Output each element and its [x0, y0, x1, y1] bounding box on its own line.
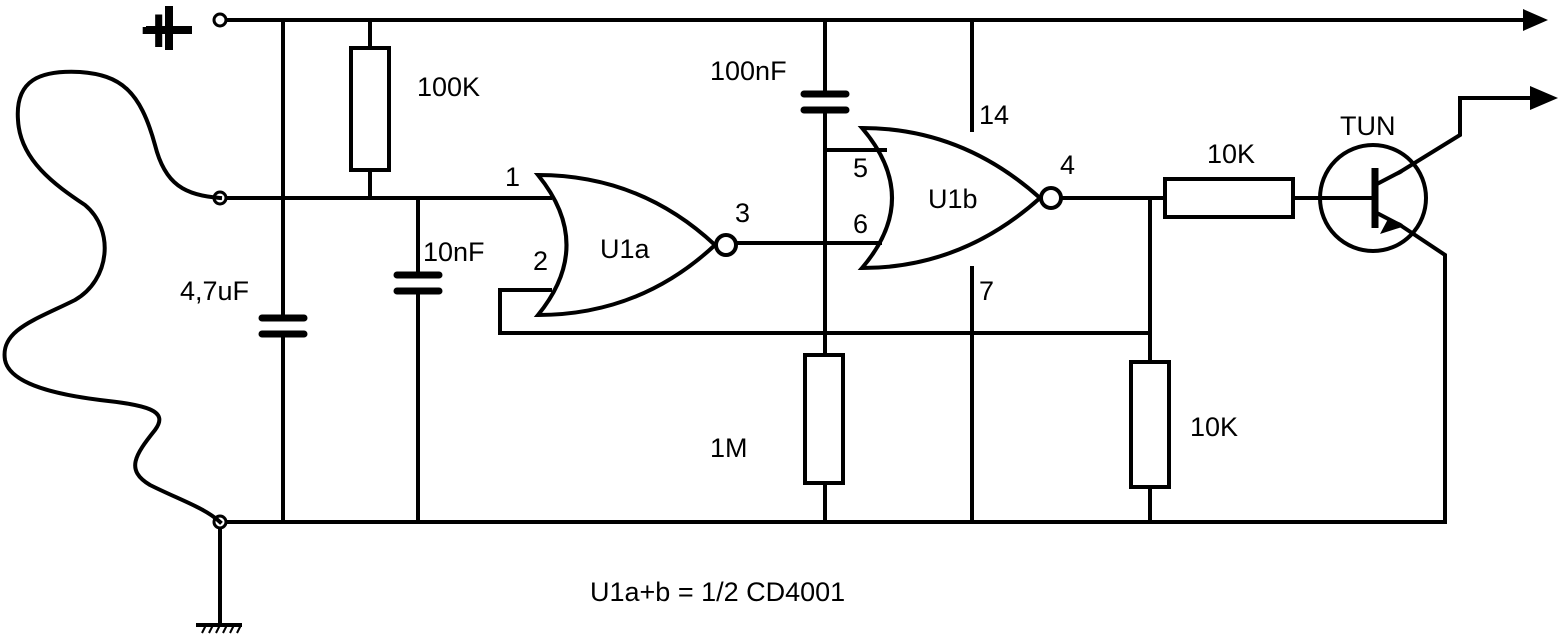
u1b-pin7-label: 7 — [979, 276, 994, 306]
caption: U1a+b = 1/2 CD4001 — [590, 577, 845, 607]
u1b-label: U1b — [928, 184, 978, 214]
u1a-pin1-label: 1 — [505, 162, 520, 192]
r3-label: 10K — [1207, 139, 1255, 169]
u1a-pin2-label: 2 — [533, 246, 548, 276]
emitter-wire — [1397, 222, 1447, 524]
c2-label: 10nF — [423, 237, 485, 267]
u1b-pin4-label: 4 — [1060, 150, 1075, 180]
touch-wire-loop-icon — [2, 69, 223, 525]
nor-gate-u1a — [533, 172, 738, 318]
r2-label: 1M — [710, 433, 748, 463]
u1a-pin3-label: 3 — [735, 198, 750, 228]
wires — [218, 18, 1532, 627]
c3-label: 100nF — [710, 56, 787, 86]
u1b-pin14-label: 14 — [979, 100, 1009, 130]
q1-label: TUN — [1340, 111, 1396, 141]
inverter-bubble-icon — [1039, 186, 1063, 210]
capacitor-c3 — [800, 90, 850, 114]
output-arrow-icon — [1530, 86, 1558, 110]
u1a-label: U1a — [600, 234, 651, 264]
transistor-q1 — [1318, 143, 1428, 253]
resistor-r1 — [349, 46, 391, 172]
plus-sign-icon — [146, 6, 192, 50]
capacitor-c2 — [393, 271, 443, 295]
r1-label: 100K — [417, 72, 480, 102]
plus-label: + — [140, 0, 177, 66]
supply-out-arrow-icon — [1523, 9, 1548, 31]
capacitor-c1 — [258, 314, 308, 338]
u1b-pin5-label: 5 — [853, 153, 868, 183]
u1b-pin6-label: 6 — [853, 209, 868, 239]
ground-symbol-icon — [196, 623, 242, 634]
resistor-r2 — [803, 353, 845, 485]
resistor-r4 — [1129, 360, 1171, 489]
inverter-bubble-icon — [714, 233, 738, 257]
c1-label: 4,7uF — [180, 276, 249, 306]
emitter-arrow-icon — [1380, 219, 1402, 234]
collector-wire — [1397, 96, 1532, 175]
terminal-positive — [212, 12, 228, 28]
r4-label: 10K — [1190, 412, 1238, 442]
nor-gate-u1b — [857, 125, 1063, 271]
resistor-r3 — [1163, 177, 1295, 219]
